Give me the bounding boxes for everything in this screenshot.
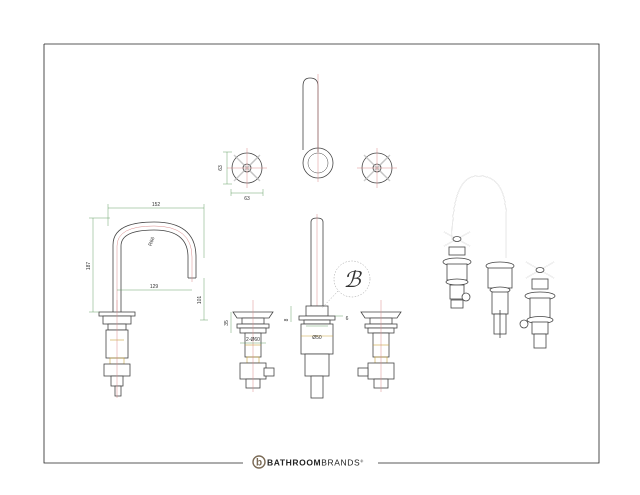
handle-front-view-left: 63 63 [218, 148, 267, 202]
handle-front-view-right [357, 148, 397, 188]
lever-offset-label: 8 [284, 318, 290, 321]
handle-width-label: 63 [244, 196, 250, 202]
brand-trademark: ® [360, 459, 364, 464]
lever-elevation-center: 8 Ø50 6 [284, 214, 349, 399]
lever-slot-label: 6 [346, 316, 349, 322]
valve-elevation-right [357, 300, 402, 392]
overall-height-label: 187 [86, 262, 92, 271]
lever-diameter-label: Ø50 [312, 335, 322, 341]
exploded-isometric-view [442, 175, 556, 349]
brand-name-part2: BRANDS [321, 458, 360, 468]
detail-callout: ℬ [321, 260, 371, 309]
valve-elevation-left: 35 2-Ø60 [224, 300, 275, 392]
spout-width-label: 152 [152, 202, 161, 208]
spout-radius-label: R66 [148, 236, 157, 247]
spout-reach-label: 129 [150, 284, 159, 290]
handle-height-label: 63 [218, 165, 224, 171]
thread-size-label: 2-Ø60 [246, 337, 260, 343]
spout-side-elevation: 152 R66 129 187 101 [86, 202, 208, 398]
valve-height-label: 35 [224, 320, 230, 326]
brand-footer: b BATHROOMBRANDS® [252, 455, 364, 469]
spout-height-label: 101 [197, 296, 203, 305]
brand-name-part1: BATHROOM [267, 458, 321, 468]
detail-mark: ℬ [343, 268, 362, 293]
brand-name: BATHROOMBRANDS® [267, 458, 364, 468]
brand-logo-icon: b [256, 458, 262, 469]
drawing-frame [43, 43, 600, 464]
spout-front-view [302, 74, 334, 182]
